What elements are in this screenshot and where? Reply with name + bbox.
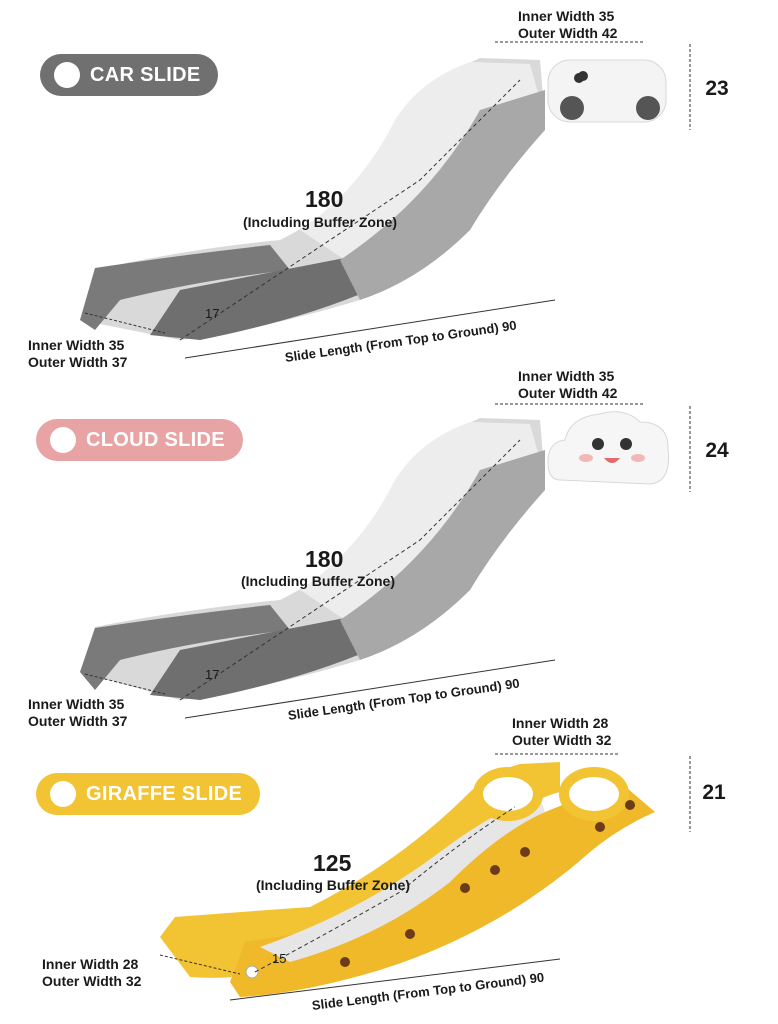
top-outer-width: Outer Width 32: [512, 732, 612, 748]
length-value: 125: [313, 850, 352, 876]
bottom-inner-width: Inner Width 35: [28, 696, 125, 712]
bottom-inner-width: Inner Width 35: [28, 337, 125, 353]
bottom-inner-width: Inner Width 28: [42, 956, 139, 972]
badge-dot-icon: [50, 781, 76, 807]
top-inner-width: Inner Width 35: [518, 368, 615, 384]
cloud-slide-illustration: [80, 403, 691, 719]
giraffe-slide-illustration: [159, 753, 691, 1001]
giraffe-slide-panel: GIRAFFE SLIDE Inner Width 28 Outer Width…: [0, 712, 778, 1024]
top-outer-width: Outer Width 42: [518, 385, 618, 401]
bottom-outer-width: Outer Width 32: [42, 973, 142, 989]
length-value: 180: [305, 186, 344, 212]
length-note: (Including Buffer Zone): [256, 877, 410, 893]
cloud-slide-title: CLOUD SLIDE: [86, 428, 225, 451]
top-inner-width: Inner Width 28: [512, 715, 609, 731]
length-note: (Including Buffer Zone): [243, 214, 397, 230]
badge-dot-icon: [50, 427, 76, 453]
height-value: 21: [702, 781, 726, 804]
side-value: 15: [272, 951, 287, 966]
height-value: 24: [705, 439, 729, 462]
side-value: 17: [205, 667, 220, 682]
top-outer-width: Outer Width 42: [518, 25, 618, 41]
side-value: 17: [205, 306, 220, 321]
top-inner-width: Inner Width 35: [518, 8, 615, 24]
cloud-slide-badge: CLOUD SLIDE: [36, 419, 243, 461]
height-value: 23: [705, 77, 729, 100]
length-note: (Including Buffer Zone): [241, 573, 395, 589]
car-slide-title: CAR SLIDE: [90, 63, 201, 86]
giraffe-slide-title: GIRAFFE SLIDE: [86, 782, 243, 805]
car-slide-illustration: [80, 41, 691, 359]
giraffe-slide-badge: GIRAFFE SLIDE: [36, 773, 261, 815]
bottom-outer-width: Outer Width 37: [28, 713, 128, 729]
badge-dot-icon: [54, 62, 80, 88]
car-slide-panel: CAR SLIDE Inner Width 35 Outer Width 42 …: [0, 0, 778, 370]
bottom-outer-width: Outer Width 37: [28, 354, 128, 370]
cloud-slide-panel: CLOUD SLIDE Inner Width 35 Outer Width 4…: [0, 362, 778, 729]
car-slide-badge: CAR SLIDE: [40, 54, 219, 96]
length-value: 180: [305, 546, 344, 572]
